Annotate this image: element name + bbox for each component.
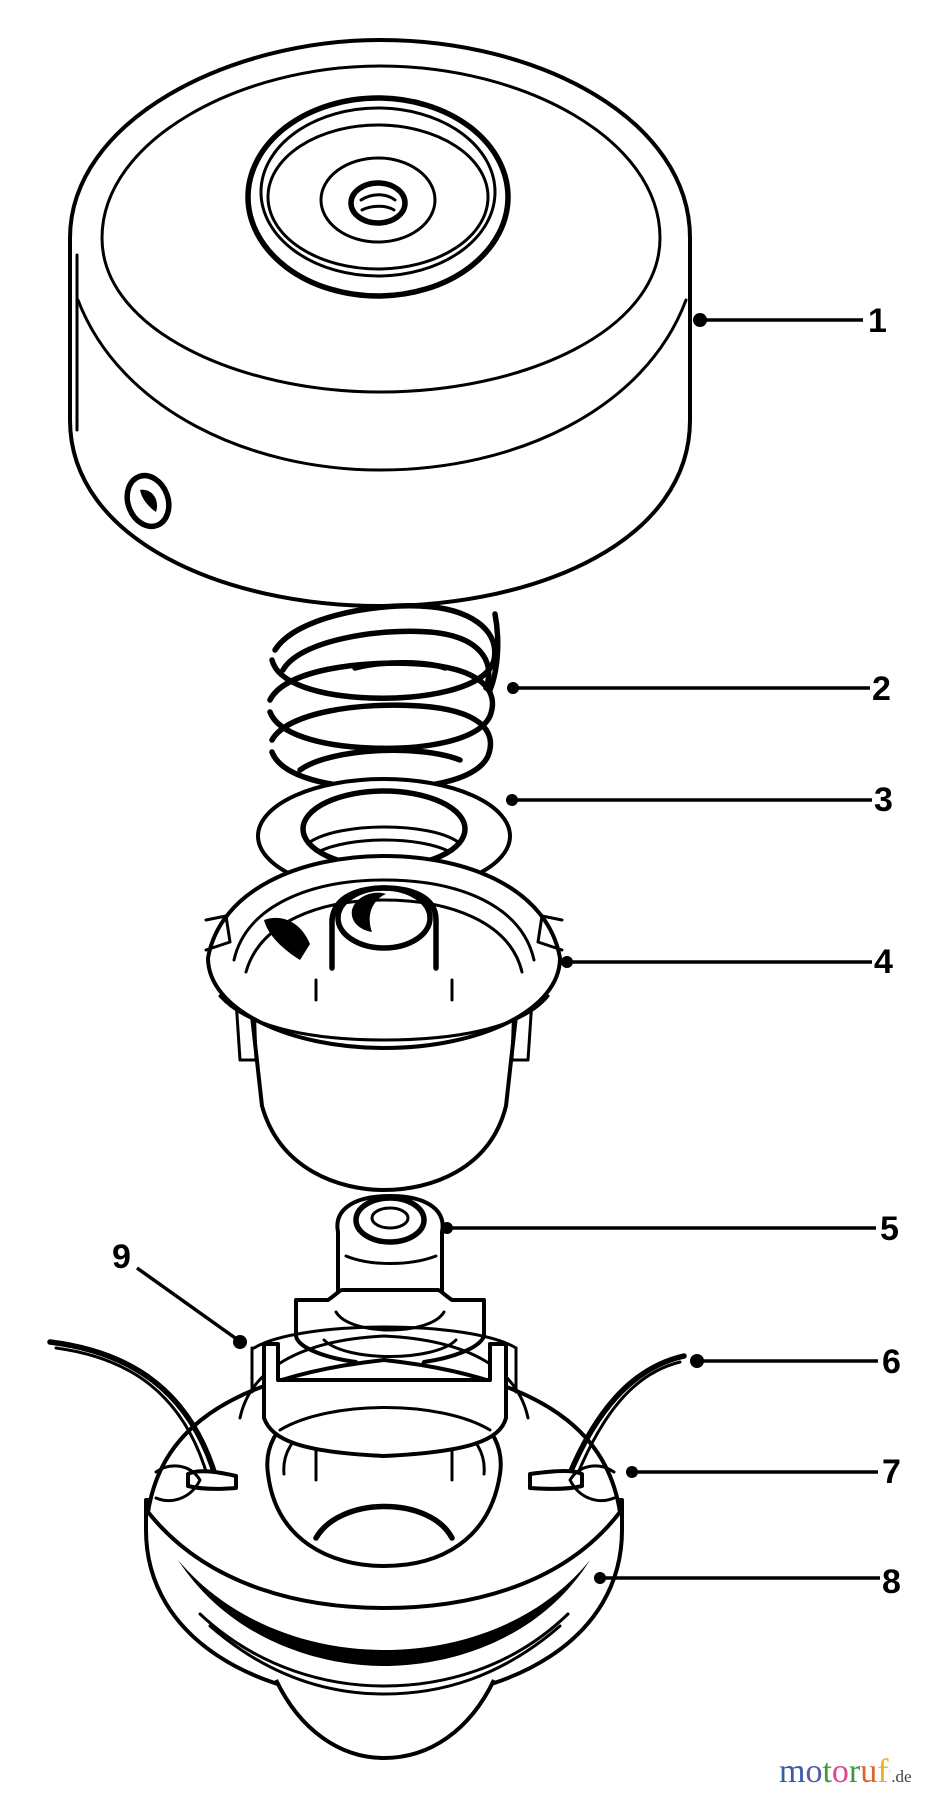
watermark-letter: m <box>779 1753 806 1790</box>
watermark-suffix: .de <box>891 1767 912 1786</box>
callout-1-label: 1 <box>868 302 887 340</box>
watermark-letter: f <box>877 1753 889 1790</box>
callout-8-label: 8 <box>882 1563 901 1601</box>
part-7-eyelet <box>154 1464 616 1503</box>
part-2-spring <box>267 603 501 792</box>
part-9-clip <box>250 1342 518 1458</box>
watermark-letter: u <box>860 1753 878 1790</box>
leader-lines <box>135 313 880 1584</box>
part-5-adapter <box>294 1194 486 1390</box>
motoruf-watermark: motoruf·.de <box>779 1752 912 1797</box>
part-4-housing <box>204 854 564 1192</box>
watermark-letter: t <box>822 1753 832 1790</box>
part-6-cutting-line <box>47 1339 687 1481</box>
callout-7-label: 7 <box>882 1453 901 1491</box>
watermark-letter: o <box>805 1753 823 1790</box>
part-1-cap <box>68 38 692 608</box>
callout-2-label: 2 <box>872 670 891 708</box>
callout-6-label: 6 <box>882 1343 901 1381</box>
callout-9-label: 9 <box>112 1238 131 1276</box>
watermark-letter: r <box>848 1753 861 1790</box>
cap-side-hole <box>124 472 172 530</box>
callout-3-label: 3 <box>874 781 893 819</box>
watermark-mark: · <box>888 1767 892 1776</box>
watermark-letter: o <box>831 1753 849 1790</box>
callout-4-label: 4 <box>874 943 893 981</box>
callout-5-label: 5 <box>880 1210 899 1248</box>
